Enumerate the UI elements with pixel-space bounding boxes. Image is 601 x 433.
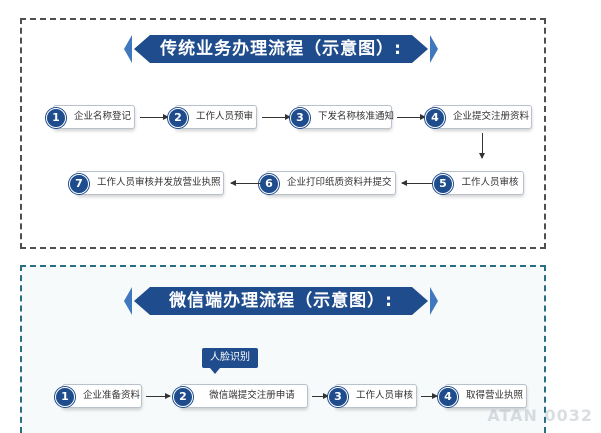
step-label: 企业准备资料 <box>83 390 141 401</box>
wechat-step-1: 1 企业准备资料 <box>55 384 142 408</box>
watermark: ATAN 0032 <box>487 406 593 425</box>
step-label: 企业提交注册资料 <box>453 111 530 122</box>
wechat-step-2: 2 微信端提交注册申请 <box>173 384 308 408</box>
step-label: 微信端提交注册申请 <box>209 390 295 401</box>
arrow-right-icon <box>397 114 426 120</box>
step-number-badge: 2 <box>168 108 188 128</box>
banner-left-tip <box>134 35 150 63</box>
arrow-right-icon <box>140 114 169 120</box>
step-label: 工作人员预审 <box>196 111 254 122</box>
arrow-down-icon <box>479 133 485 159</box>
arrow-left-icon <box>401 180 432 186</box>
banner-right-tip <box>412 287 428 315</box>
banner-right-tip-outer <box>430 35 438 63</box>
arrow-right-icon <box>262 114 291 120</box>
step-number-badge: 4 <box>438 387 458 407</box>
step-number-badge: 4 <box>425 108 445 128</box>
step-number-badge: 1 <box>46 108 66 128</box>
step-number-badge: 6 <box>259 174 279 194</box>
step-label: 工作人员审核并发放营业执照 <box>97 177 221 188</box>
wechat-title-banner: 微信端办理流程（示意图）: <box>124 287 438 315</box>
wechat-title: 微信端办理流程（示意图）: <box>169 291 393 311</box>
step-number-badge: 7 <box>69 174 89 194</box>
face-recognition-callout: 人脸识别 <box>202 348 258 374</box>
wechat-step-3: 3 工作人员审核 <box>328 384 417 408</box>
step-number-badge: 3 <box>290 108 310 128</box>
step-label: 工作人员审核 <box>356 390 414 401</box>
traditional-step-2: 2 工作人员预审 <box>168 105 257 129</box>
step-label: 企业名称登记 <box>74 111 132 122</box>
arrow-right-icon <box>146 393 171 399</box>
traditional-process-panel <box>20 18 546 249</box>
step-number-badge: 2 <box>173 387 193 407</box>
traditional-title-banner: 传统业务办理流程（示意图）: <box>124 35 438 63</box>
traditional-step-4: 4 企业提交注册资料 <box>425 105 532 129</box>
step-label: 工作人员审核 <box>461 177 519 188</box>
step-label: 取得营业执照 <box>466 390 524 401</box>
step-number-badge: 3 <box>328 387 348 407</box>
arrow-left-icon <box>230 180 261 186</box>
banner-right-tip <box>412 35 428 63</box>
banner-right-tip-outer <box>430 287 438 315</box>
traditional-step-5: 5 工作人员审核 <box>433 171 524 195</box>
banner-left-tip <box>134 287 150 315</box>
banner-left-tip-outer <box>124 35 132 63</box>
arrow-right-icon <box>312 393 329 399</box>
step-number-badge: 5 <box>433 174 453 194</box>
traditional-step-7: 7 工作人员审核并发放营业执照 <box>69 171 224 195</box>
banner-left-tip-outer <box>124 287 132 315</box>
step-label: 企业打印纸质资料并提交 <box>287 177 392 188</box>
traditional-step-1: 1 企业名称登记 <box>46 105 135 129</box>
step-number-badge: 1 <box>55 387 75 407</box>
arrow-right-icon <box>421 393 438 399</box>
step-label: 下发名称核准通知 <box>318 111 395 122</box>
traditional-title: 传统业务办理流程（示意图）: <box>160 39 402 59</box>
traditional-step-3: 3 下发名称核准通知 <box>290 105 395 129</box>
traditional-step-6: 6 企业打印纸质资料并提交 <box>259 171 396 195</box>
wechat-step-4: 4 取得营业执照 <box>438 384 527 408</box>
